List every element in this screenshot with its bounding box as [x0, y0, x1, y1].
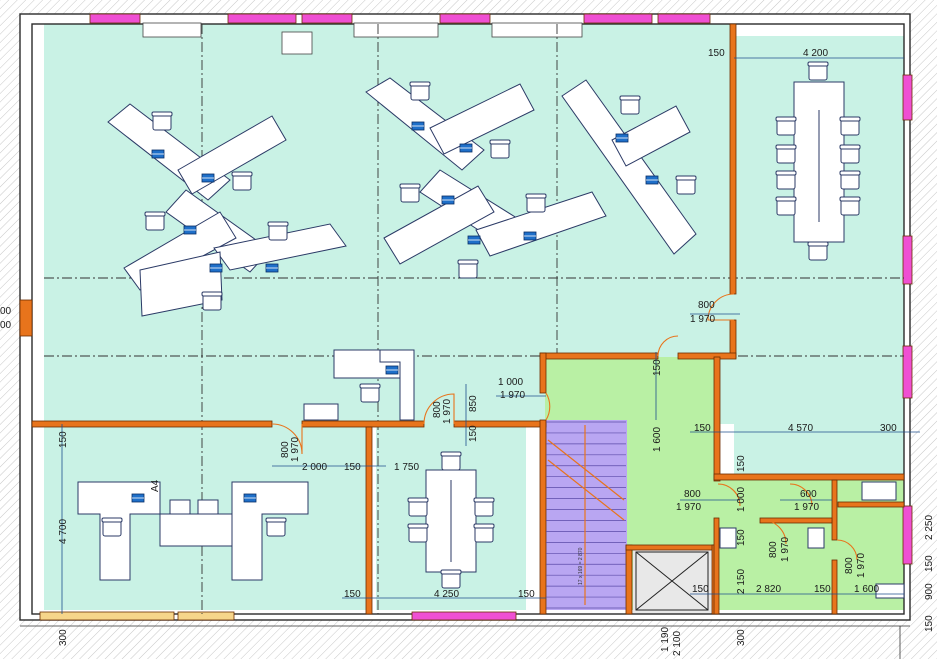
vdim-4700: 4 700	[58, 519, 69, 544]
dim-150-top: 150	[708, 48, 725, 59]
dimension-lines	[61, 57, 920, 614]
dimension-labels-vertical: 150 4 700 800 1 970 800 1 970 850 150 15…	[58, 359, 935, 656]
dim-1970-c: 1 970	[676, 502, 701, 513]
wc-fixtures	[719, 481, 905, 599]
vdim-1000: 1 000	[736, 487, 747, 512]
office-desks-bottom-left	[77, 481, 309, 581]
vdim-150-m: 150	[468, 425, 479, 442]
dimension-labels-horizontal: 150 4 200 800 1 970 1 000 1 970 150 4 57…	[0, 48, 897, 600]
meeting-table-mid	[407, 451, 495, 589]
exterior-hatch-right	[910, 0, 937, 659]
workstation-cluster-right	[561, 79, 697, 255]
lift-symbol	[635, 551, 709, 611]
dim-1970-d: 1 970	[794, 502, 819, 513]
workstation-cluster-left	[107, 103, 347, 317]
dim-150-bl: 150	[344, 589, 361, 600]
vdim-150-fr: 150	[924, 555, 935, 572]
vdim-1970-b: 1 970	[442, 399, 453, 424]
dim-2000: 2 000	[302, 462, 327, 473]
windows-bottom	[39, 611, 517, 621]
window-left	[19, 299, 33, 337]
dim-150-bm: 150	[518, 589, 535, 600]
dim-600: 600	[800, 489, 817, 500]
vdim-1600: 1 600	[652, 427, 663, 452]
reception-desk	[303, 349, 415, 421]
dim-800-a: 800	[698, 300, 715, 311]
stair-steps	[546, 421, 626, 609]
dim-150-c: 150	[344, 462, 361, 473]
exterior-hatch-left	[0, 0, 20, 659]
dim-1750: 1 750	[394, 462, 419, 473]
vdim-800-a: 800	[280, 441, 291, 458]
meeting-table-right	[775, 61, 861, 261]
windows-top	[89, 13, 711, 24]
vdim-1970-d: 1 970	[856, 553, 867, 578]
dim-1000: 1 000	[498, 377, 523, 388]
dim-4570: 4 570	[788, 423, 813, 434]
vdim-1970-a: 1 970	[290, 437, 301, 462]
dim-1970-a: 1 970	[690, 314, 715, 325]
vdim-150-r1: 150	[736, 455, 747, 472]
vdim-150-fr2: 150	[924, 615, 935, 632]
bottom-grid-line	[20, 625, 910, 659]
vdim-800-b: 800	[432, 401, 443, 418]
room-tag: A4	[150, 479, 161, 492]
vdim-150-r2: 150	[736, 529, 747, 546]
dim-4200: 4 200	[803, 48, 828, 59]
vdim-850: 850	[468, 395, 479, 412]
vdim-150-left: 150	[58, 431, 69, 448]
dim-00-a: 00	[0, 306, 12, 317]
stair-flight	[545, 420, 627, 610]
dim-4250: 4 250	[434, 589, 459, 600]
dim-300-right: 300	[880, 423, 897, 434]
exterior-hatch-bottom	[20, 620, 910, 659]
door-swings	[271, 293, 858, 561]
vdim-150-stair: 150	[652, 359, 663, 376]
stair-note: 17 x 169 = 2 870	[578, 547, 584, 585]
dim-800-c: 800	[684, 489, 701, 500]
vdim-2150: 2 150	[736, 569, 747, 594]
vdim-2250: 2 250	[924, 515, 935, 540]
vdim-300-bl: 300	[58, 629, 69, 646]
vdim-2100: 2 100	[672, 631, 683, 656]
vdim-1970-c: 1 970	[780, 537, 791, 562]
vdim-900: 900	[924, 583, 935, 600]
vdim-800-d: 800	[844, 557, 855, 574]
dim-1600-h: 1 600	[854, 584, 879, 595]
dim-150-mid: 150	[694, 423, 711, 434]
dim-2820: 2 820	[756, 584, 781, 595]
windows-right	[902, 74, 913, 565]
windows-top-sills	[142, 22, 583, 55]
workstation-cluster-mid	[365, 77, 607, 279]
exterior-hatch-top	[20, 0, 910, 14]
vdim-1190: 1 190	[660, 627, 671, 652]
stair: 17 x 169 = 2 870	[546, 421, 626, 609]
dim-00-b: 00	[0, 320, 12, 331]
dim-150-br: 150	[692, 584, 709, 595]
dim-1970-b: 1 970	[500, 390, 525, 401]
vdim-800-c: 800	[768, 541, 779, 558]
vdim-300-bm: 300	[736, 629, 747, 646]
dim-150-bs: 150	[814, 584, 831, 595]
